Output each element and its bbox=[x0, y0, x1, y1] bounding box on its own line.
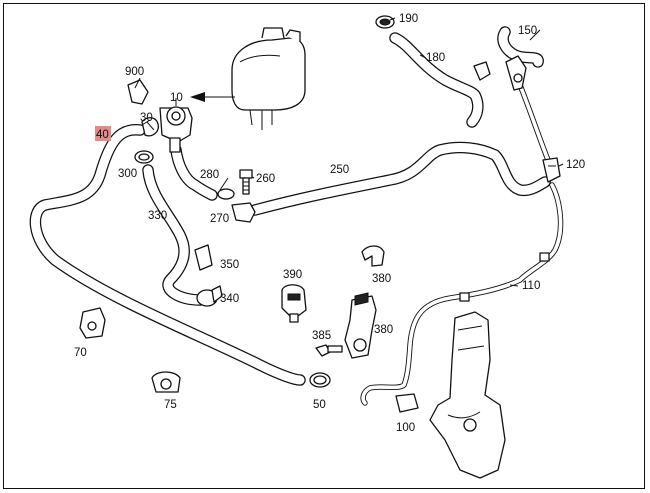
hose-180-clamp bbox=[473, 61, 491, 81]
label-40: 40 bbox=[96, 129, 109, 141]
connector-arrow bbox=[190, 92, 235, 102]
label-385: 385 bbox=[312, 330, 331, 342]
hose-180[interactable] bbox=[389, 32, 484, 128]
label-30: 30 bbox=[140, 112, 153, 124]
label-300: 300 bbox=[118, 168, 137, 180]
label-150: 150 bbox=[518, 25, 537, 37]
label-40-highlight bbox=[95, 126, 111, 141]
connector-150[interactable] bbox=[505, 55, 527, 91]
clip-120[interactable] bbox=[542, 157, 561, 183]
part-190[interactable] bbox=[375, 15, 395, 29]
reservoir bbox=[429, 311, 506, 479]
label-50: 50 bbox=[313, 399, 326, 411]
labels: 190 150 180 900 10 40 30 300 280 260 250… bbox=[74, 13, 585, 434]
hose-280[interactable] bbox=[170, 144, 218, 201]
label-330: 330 bbox=[148, 210, 167, 222]
clamp-50[interactable] bbox=[309, 372, 331, 388]
holder-390[interactable] bbox=[281, 284, 307, 323]
bracket-380-large[interactable] bbox=[344, 292, 377, 359]
label-100: 100 bbox=[396, 422, 415, 434]
hose-250[interactable] bbox=[249, 141, 551, 216]
expansion-tank bbox=[231, 27, 306, 130]
label-380-large: 380 bbox=[374, 324, 393, 336]
clamp-300[interactable] bbox=[134, 150, 154, 164]
hose-330[interactable] bbox=[142, 164, 206, 306]
diagram-frame bbox=[3, 3, 645, 489]
label-280: 280 bbox=[200, 169, 219, 181]
label-120: 120 bbox=[566, 159, 585, 171]
connector-100[interactable] bbox=[395, 393, 419, 413]
clip-350[interactable] bbox=[194, 244, 213, 271]
clamp-340[interactable] bbox=[196, 285, 223, 307]
holder-70[interactable] bbox=[79, 307, 106, 339]
holder-75[interactable] bbox=[151, 371, 181, 393]
hose-150[interactable] bbox=[497, 26, 544, 68]
pump-10[interactable] bbox=[159, 106, 193, 153]
label-350: 350 bbox=[220, 259, 239, 271]
label-70: 70 bbox=[74, 347, 87, 359]
leader-lines bbox=[134, 17, 564, 287]
connector-270[interactable] bbox=[217, 188, 256, 223]
bracket-900[interactable] bbox=[127, 79, 149, 105]
screw-385[interactable] bbox=[315, 344, 343, 357]
label-900: 900 bbox=[125, 66, 144, 78]
label-340: 340 bbox=[220, 293, 239, 305]
label-75: 75 bbox=[164, 399, 177, 411]
label-10: 10 bbox=[170, 92, 183, 104]
label-250: 250 bbox=[330, 164, 349, 176]
label-270: 270 bbox=[210, 213, 229, 225]
label-380-top: 380 bbox=[372, 273, 391, 285]
label-260: 260 bbox=[256, 173, 275, 185]
hose-40[interactable] bbox=[29, 124, 306, 386]
label-390: 390 bbox=[283, 269, 302, 281]
label-180: 180 bbox=[426, 52, 445, 64]
bracket-380-top[interactable] bbox=[361, 245, 385, 267]
label-110: 110 bbox=[522, 280, 540, 292]
connector-110 bbox=[459, 252, 550, 302]
label-190: 190 bbox=[399, 13, 418, 25]
hose-110[interactable] bbox=[360, 82, 564, 406]
bolt-260[interactable] bbox=[239, 169, 253, 195]
